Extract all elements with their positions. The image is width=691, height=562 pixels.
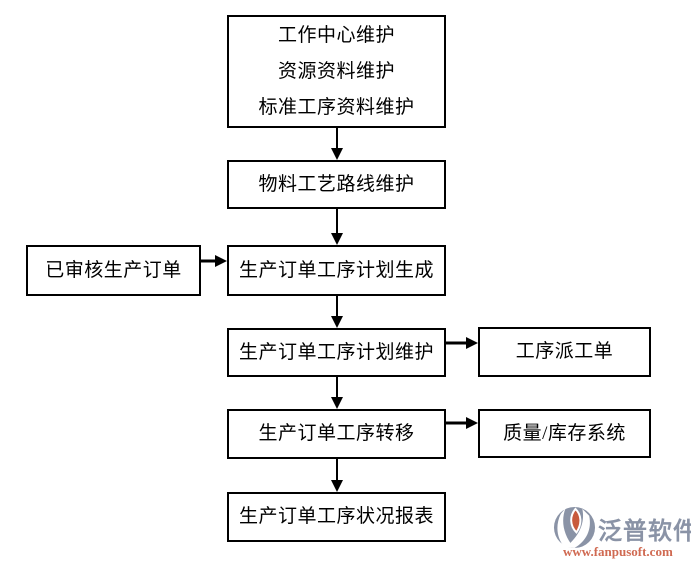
fanpu-url-text: www.fanpusoft.com (563, 544, 673, 559)
arrow-planmnt-to-dispatch (446, 337, 478, 349)
node-label: 生产订单工序计划生成 (238, 259, 434, 281)
node-operation-transfer: 生产订单工序转移 (227, 409, 446, 459)
fanpu-logo-icon (553, 506, 596, 549)
fanpu-brand-text: 泛普软件 (598, 519, 691, 545)
arrow-master-to-routing (331, 128, 343, 160)
node-operation-plan-generate: 生产订单工序计划生成 (227, 245, 446, 296)
node-quality-inventory-system: 质量/库存系统 (478, 409, 651, 458)
node-master-data-maintenance: 工作中心维护 资源资料维护 标准工序资料维护 (227, 15, 446, 128)
arrow-plangen-to-planmnt (331, 296, 343, 328)
arrow-transfer-to-quality (446, 417, 478, 429)
node-operation-status-report: 生产订单工序状况报表 (227, 492, 446, 542)
node-operation-dispatch-order: 工序派工单 (478, 327, 651, 377)
node-label: 物料工艺路线维护 (258, 173, 415, 195)
node-label: 已审核生产订单 (45, 259, 182, 281)
node-label: 质量/库存系统 (503, 422, 626, 444)
fanpu-watermark: 泛普软件 www.fanpusoft.com (551, 504, 691, 562)
node-label: 工作中心维护 (277, 24, 395, 46)
node-label: 生产订单工序计划维护 (238, 341, 434, 363)
node-label: 资源资料维护 (277, 60, 395, 82)
arrow-routing-to-plangen (331, 209, 343, 245)
arrow-planmnt-to-transfer (331, 377, 343, 409)
node-material-routing-maintenance: 物料工艺路线维护 (227, 160, 446, 209)
node-approved-production-order: 已审核生产订单 (26, 245, 201, 296)
arrow-transfer-to-report (331, 459, 343, 492)
node-label: 工序派工单 (515, 341, 614, 362)
node-label: 标准工序资料维护 (258, 96, 415, 118)
node-operation-plan-maintain: 生产订单工序计划维护 (227, 328, 446, 377)
node-label: 生产订单工序转移 (258, 423, 415, 444)
arrow-approved-to-plangen (201, 255, 227, 267)
node-label: 生产订单工序状况报表 (238, 506, 434, 527)
